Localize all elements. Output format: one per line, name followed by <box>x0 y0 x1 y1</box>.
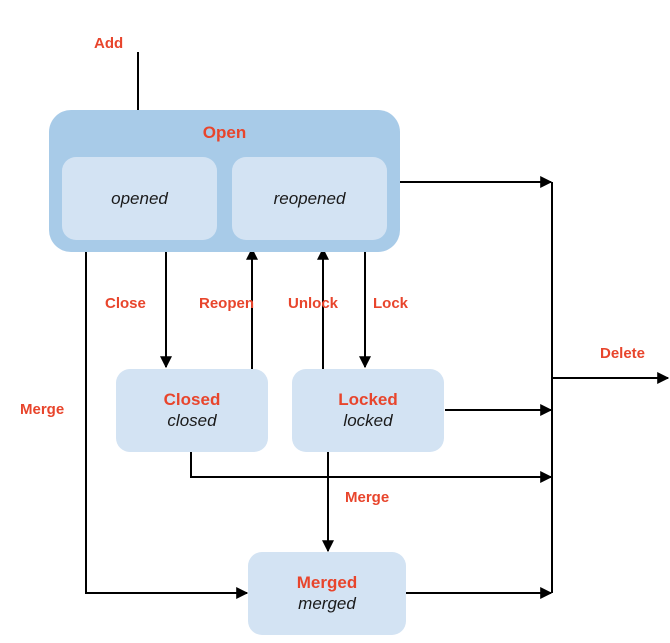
edge-label-reopen: Reopen <box>199 295 255 312</box>
state-reopened-label: reopened <box>273 188 346 208</box>
state-opened-label: opened <box>111 188 168 208</box>
state-opened[interactable]: opened <box>62 157 217 240</box>
state-locked-title: Locked <box>338 390 398 410</box>
state-closed[interactable]: Closed closed <box>116 369 268 452</box>
edge-label-unlock: Unlock <box>288 295 339 312</box>
state-closed-label: closed <box>167 411 217 430</box>
edge-label-merge-middle: Merge <box>345 489 390 506</box>
edge-label-add: Add <box>94 35 124 52</box>
edge-label-merge-left: Merge <box>20 401 65 418</box>
state-merged-title: Merged <box>296 573 358 593</box>
state-closed-title: Closed <box>163 390 221 410</box>
state-merged[interactable]: Merged merged <box>248 552 406 635</box>
state-reopened[interactable]: reopened <box>232 157 387 240</box>
state-locked[interactable]: Locked locked <box>292 369 444 452</box>
state-merged-label: merged <box>298 594 356 613</box>
edge-merge-left <box>85 252 249 599</box>
edge-label-lock: Lock <box>373 295 409 312</box>
state-locked-label: locked <box>343 411 393 430</box>
edge-merge-middle <box>190 452 553 483</box>
edge-label-close: Close <box>105 295 146 312</box>
edge-label-delete: Delete <box>600 345 646 362</box>
state-group-open-title: Open <box>202 123 247 142</box>
